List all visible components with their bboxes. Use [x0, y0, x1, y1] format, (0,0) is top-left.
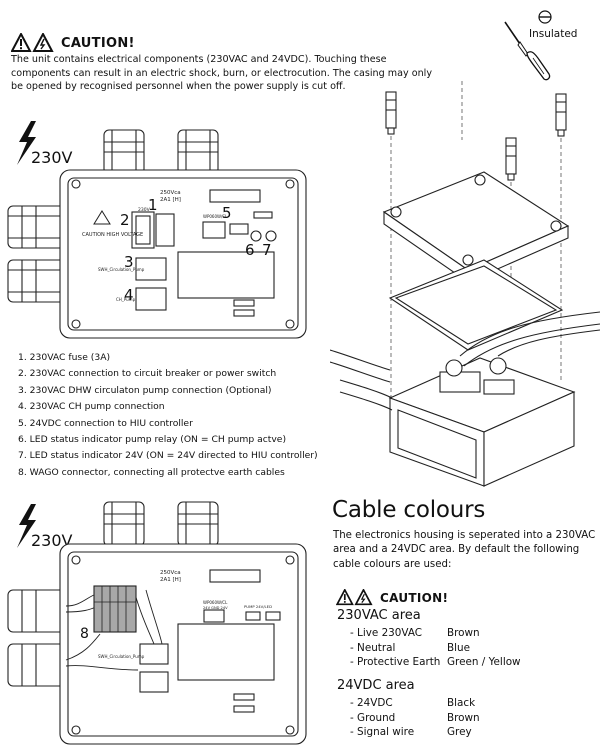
cable-colour: Brown — [447, 627, 480, 639]
cable-gland-top-right — [177, 129, 219, 175]
legend-item: 6. LED status indicator pump relay (ON =… — [18, 434, 287, 446]
board-dhw-label: SWH_Circulation_Pump — [98, 267, 145, 272]
board-module-pins: 24V GND 24V — [203, 606, 228, 610]
cable-row: - Protective Earth Green / Yellow — [350, 655, 521, 670]
legend-item: 4. 230VAC CH pump connection — [18, 401, 165, 413]
cable-colour: Grey — [447, 726, 472, 739]
dhw-pump-connector — [135, 257, 167, 281]
screwdriver-icon — [504, 21, 551, 81]
board-dhw-label: SWH_Circulation_Pump — [98, 654, 145, 659]
legend-item: 8. WAGO connector, connecting all protec… — [18, 466, 285, 478]
callout-4: 4 — [124, 286, 134, 304]
callout-2: 2 — [120, 211, 130, 229]
callout-3: 3 — [124, 253, 134, 271]
junction-box-diagram-bottom: 250Vca 2A1 [H] WP060W/CL 24V GND 24V PUM… — [7, 501, 307, 745]
cable-colours-heading: Cable colours — [332, 497, 486, 523]
warning-triangle-icons — [336, 589, 373, 606]
caution-text: The unit contains electrical components … — [11, 54, 433, 92]
warning-triangle-icon — [336, 589, 354, 606]
pump-led — [250, 230, 262, 242]
lightning-icon — [17, 504, 36, 548]
cable-row: - 24VDC Black — [350, 696, 480, 711]
cable-gland-top-left — [103, 129, 145, 175]
board-module-label: WP060W/CL — [203, 214, 228, 219]
callout-8: 8 — [80, 626, 89, 642]
cable-colours-intro: The electronics housing is seperated int… — [333, 530, 596, 570]
warning-triangle-icons — [11, 33, 54, 52]
cable-gland-left-upper — [7, 205, 67, 249]
cable-name: - Ground — [350, 711, 396, 724]
enclosure-base — [388, 357, 576, 487]
legend-item: 3. 230VAC DHW circulaton pump connection… — [18, 384, 272, 396]
cable-colour: Brown — [447, 711, 480, 724]
callout-5: 5 — [222, 204, 232, 222]
junction-box-diagram-top: CAUTION HIGH VOLTAGE 250Vca 2A1 [H] 230V… — [7, 129, 307, 339]
cable-colour: Green / Yellow — [447, 656, 521, 669]
dc-area-rows: - 24VDC Black - Ground Brown - Signal wi… — [350, 696, 480, 740]
cable-caution-title: CAUTION! — [380, 590, 449, 605]
cable-name: - Neutral — [350, 641, 396, 654]
voltage-label-top: 230V — [31, 148, 73, 167]
lightning-icon — [17, 121, 36, 165]
board-led-labels: PUMP 24V/LED — [244, 604, 272, 609]
legend-item: 5. 24VDC connection to HIU controller — [18, 417, 193, 429]
cable-colour: Blue — [447, 641, 470, 654]
ch-pump-connector — [135, 287, 167, 311]
board-fuse-rating: 250Vca — [160, 570, 181, 576]
cable-row: - Live 230VAC Brown — [350, 626, 521, 641]
legend-item: 1. 230VAC fuse (3A) — [18, 352, 111, 363]
cable-gland-left-lower — [7, 643, 67, 687]
board-ch-label: CH_Pump — [116, 297, 136, 302]
ac-area-title: 230VAC area — [337, 608, 421, 623]
board-fuse-rating: 250Vca — [160, 190, 181, 196]
cable-name: - Signal wire — [350, 726, 415, 739]
screw-icon — [555, 93, 567, 137]
legend-item: 7. LED status indicator 24V (ON = 24V di… — [18, 450, 318, 462]
enclosure-gasket — [388, 259, 564, 351]
board-caution-icon — [93, 210, 111, 225]
power-led — [265, 230, 277, 242]
cable-name: - Live 230VAC — [350, 627, 423, 639]
warning-triangle-icon — [11, 33, 32, 52]
board-fuse-rating2: 2A1 [H] — [160, 197, 181, 203]
cable-row: - Signal wire Grey — [350, 725, 480, 740]
screw-icon — [505, 137, 517, 181]
cable-gland-left-lower — [7, 259, 67, 303]
board-fuse-rating2: 2A1 [H] — [160, 577, 181, 583]
caution-header: CAUTION! — [11, 33, 135, 53]
cable-caution-header: CAUTION! — [336, 589, 448, 606]
board-caution-label: CAUTION HIGH VOLTAGE — [82, 232, 143, 238]
cable-gland-left-upper — [7, 589, 67, 633]
ac-area-rows: - Live 230VAC Brown - Neutral Blue - Pro… — [350, 626, 521, 670]
wago-connector — [93, 585, 137, 633]
insulated-label: Insulated — [529, 28, 578, 40]
cable-colour: Black — [447, 697, 476, 709]
screwdriver-illustration — [504, 10, 552, 81]
callout-7: 7 — [262, 241, 272, 259]
electric-hazard-icon — [354, 589, 373, 606]
cable-row: - Ground Brown — [350, 711, 480, 726]
electric-hazard-icon — [32, 33, 54, 52]
cable-gland-top-right — [177, 501, 219, 547]
legend-item: 2. 230VAC connection to circuit breaker … — [18, 368, 277, 380]
caution-title: CAUTION! — [61, 35, 135, 51]
board-voltage-230: 230V — [138, 207, 151, 213]
cable-name: - 24VDC — [350, 697, 393, 709]
callout-6: 6 — [245, 241, 255, 259]
voltage-label-bottom: 230V — [31, 531, 73, 550]
component-legend: 1. 230VAC fuse (3A) 2. 230VAC connection… — [18, 350, 318, 481]
cables — [330, 311, 600, 411]
screw-icon — [385, 91, 397, 135]
cable-row: - Neutral Blue — [350, 641, 521, 656]
exploded-enclosure-illustration — [330, 80, 600, 487]
board-module-label: WP060W/CL — [203, 600, 228, 605]
power-connector — [155, 213, 175, 247]
cable-gland-top-left — [103, 501, 145, 547]
callout-1: 1 — [148, 196, 158, 214]
dc-area-title: 24VDC area — [337, 678, 415, 693]
hiu-connector — [202, 221, 226, 239]
cable-name: - Protective Earth — [350, 656, 441, 669]
